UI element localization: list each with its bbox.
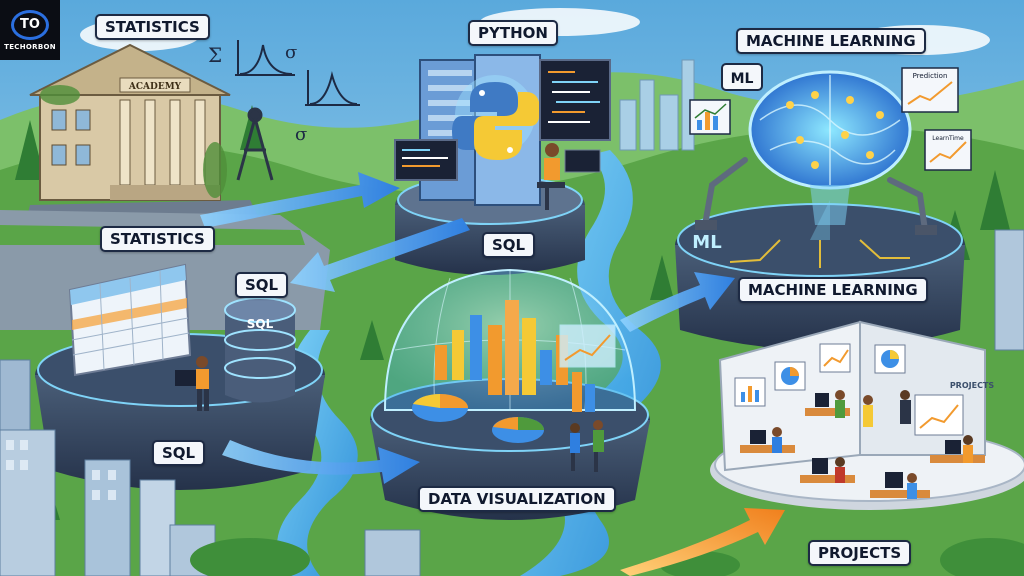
projects-board-text: PROJECTS (950, 381, 995, 390)
prediction-card-label: Prediction (913, 72, 948, 80)
small-sigma-1: σ (285, 42, 297, 63)
learning-card (924, 129, 972, 171)
prediction-card (901, 67, 959, 113)
label-data-visualization: DATA VISUALIZATION (418, 486, 616, 512)
label-sql-center: SQL (235, 272, 289, 298)
sql-cylinder-text: SQL (247, 317, 274, 331)
label-statistics-top: STATISTICS (95, 14, 210, 40)
robot-base-right (915, 225, 937, 235)
label-machine-learning-mid: MACHINE LEARNING (738, 277, 928, 303)
foreground-foliage (190, 538, 1024, 576)
code-screen-left (394, 139, 458, 181)
ml-badge: ML (731, 71, 754, 87)
logo-mark: TO (11, 9, 49, 40)
sql-worker-figure (175, 356, 209, 411)
academy-building (20, 43, 270, 245)
arrow-sql-to-dataviz (222, 440, 420, 484)
code-screen-right (539, 59, 611, 141)
label-statistics-mid: STATISTICS (100, 226, 215, 252)
label-sql-island: SQL (482, 232, 536, 258)
sigma-symbol: Σ (208, 43, 222, 67)
ml-floor-text: ML (692, 232, 721, 253)
arrow-python-to-sql (290, 218, 470, 292)
city-buildings (0, 229, 1024, 576)
label-machine-learning-top: MACHINE LEARNING (736, 28, 926, 54)
spreadsheet-board (68, 263, 192, 377)
small-sigma-2: σ (295, 124, 307, 145)
brain-icon (748, 70, 912, 240)
bell-curve-icon (235, 40, 360, 106)
ml-bar-chart-card (689, 99, 731, 135)
dataviz-people (570, 420, 604, 472)
arrow-statistics-to-python (200, 172, 400, 228)
projects-desks (740, 390, 985, 499)
ml-badge-box (721, 63, 763, 91)
compass-icon (236, 107, 274, 181)
line-chart-icon (559, 324, 616, 368)
database-icon (224, 297, 296, 403)
projects-office-walls (718, 320, 986, 472)
bar-chart-icon (435, 300, 595, 412)
robot-base-left (695, 220, 717, 230)
robot-arm-icon (702, 157, 928, 233)
label-python: PYTHON (468, 20, 558, 46)
pie-chart-icon (412, 393, 544, 443)
learning-card-label: LearnTime (932, 135, 964, 142)
arrow-dataviz-to-ml (620, 272, 735, 332)
ml-platform (675, 203, 965, 350)
label-projects: PROJECTS (808, 540, 912, 566)
arrow-to-projects (620, 508, 785, 576)
programmer-figure (537, 143, 601, 210)
label-sql-bottom: SQL (152, 440, 206, 466)
python-logo-icon (452, 75, 540, 160)
logo-text: TECHORBON (4, 42, 56, 51)
academy-sign: ACADEMY (128, 82, 182, 92)
techorbon-logo: TO TECHORBON (0, 0, 60, 60)
